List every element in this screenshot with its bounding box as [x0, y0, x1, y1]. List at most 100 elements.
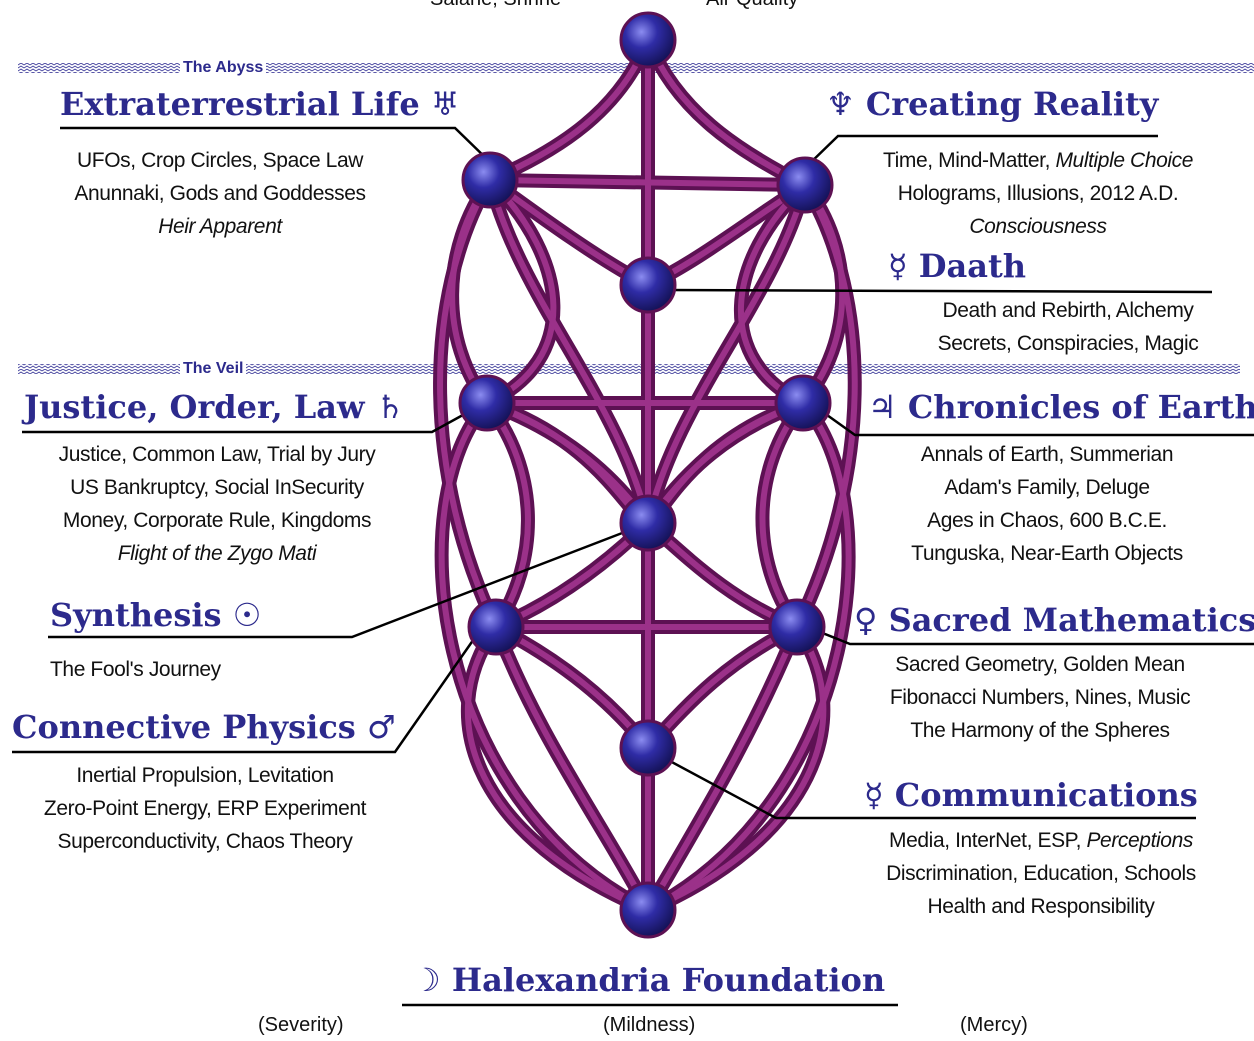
top-cut-right: Air Quality — [706, 0, 798, 11]
node-kether — [619, 11, 677, 69]
leader-extraterrestrial — [60, 126, 491, 163]
desc-line: Media, InterNet, ESP, Perceptions — [858, 824, 1224, 857]
leader-synthesis — [48, 528, 631, 639]
desc-creating: Time, Mind-Matter, Multiple Choice Holog… — [848, 144, 1228, 243]
title-extraterrestrial-text: Extraterrestrial Life — [60, 85, 420, 123]
title-daath-text: Daath — [918, 247, 1027, 285]
desc-line: Sacred Geometry, Golden Mean — [895, 653, 1185, 676]
title-foundation-text: Halexandria Foundation — [451, 961, 886, 999]
pillar-severity: (Severity) — [258, 1014, 344, 1036]
veil-band — [18, 364, 1240, 374]
desc-line: Holograms, Illusions, 2012 A.D. — [897, 182, 1179, 205]
title-communications-text: Communications — [894, 776, 1198, 814]
desc-line: UFOs, Crop Circles, Space Law — [77, 149, 363, 172]
node-chesed — [774, 374, 832, 432]
saturn-icon: ♄ — [375, 388, 405, 426]
title-justice: Justice, Order, Law ♄ — [24, 391, 404, 423]
leader-daath — [664, 288, 1213, 294]
title-extraterrestrial: Extraterrestrial Life ♅ — [60, 88, 460, 120]
desc-line: Heir Apparent — [158, 215, 282, 238]
sun-icon: ☉ — [232, 596, 262, 634]
leader-connective — [12, 635, 478, 754]
desc-line: Health and Responsibility — [927, 895, 1155, 918]
desc-connective: Inertial Propulsion, Levitation Zero-Poi… — [20, 759, 390, 858]
sephirot-nodes — [458, 11, 834, 939]
leader-creating — [804, 134, 1158, 169]
desc-line: Flight of the Zygo Mati — [117, 542, 317, 565]
desc-synthesis: The Fool's Journey — [50, 653, 250, 686]
node-netzach — [768, 598, 826, 656]
desc-daath: Death and Rebirth, Alchemy Secrets, Cons… — [908, 294, 1228, 360]
desc-fragment: Time, Mind-Matter, — [882, 149, 1056, 172]
desc-line: The Harmony of the Spheres — [910, 719, 1170, 742]
desc-justice: Justice, Common Law, Trial by Jury US Ba… — [22, 438, 412, 570]
title-communications: ☿ Communications — [864, 779, 1198, 811]
leader-sacred — [814, 628, 1254, 646]
desc-line: Superconductivity, Chaos Theory — [57, 830, 353, 853]
desc-line: Anunnaki, Gods and Goddesses — [74, 182, 366, 205]
title-sacred-text: Sacred Mathematics — [888, 601, 1254, 639]
node-daath — [619, 256, 677, 314]
leader-communications — [667, 758, 1196, 820]
mars-icon: ♂ — [366, 708, 396, 746]
desc-line: Fibonacci Numbers, Nines, Music — [889, 686, 1191, 709]
desc-line: Ages in Chaos, 600 B.C.E. — [927, 509, 1167, 532]
node-hod — [467, 598, 525, 656]
node-malkuth — [619, 881, 677, 939]
leader-chronicles — [819, 408, 1254, 437]
title-synthesis-text: Synthesis — [50, 596, 222, 634]
uranus-icon: ♅ — [430, 85, 460, 123]
title-connective: Connective Physics ♂ — [12, 711, 396, 743]
abyss-label: The Abyss — [180, 59, 267, 77]
title-creating: ♆ Creating Reality — [826, 88, 1158, 120]
pillar-mercy: (Mercy) — [960, 1014, 1028, 1036]
desc-line: US Bankruptcy, Social InSecurity — [70, 476, 364, 499]
desc-fragment: Media, InterNet, ESP, — [889, 829, 1087, 852]
node-yesod — [619, 719, 677, 777]
moon-icon: ☽ — [412, 961, 441, 999]
desc-line: The Fool's Journey — [50, 658, 221, 681]
title-connective-text: Connective Physics — [12, 708, 356, 746]
desc-line: Secrets, Conspiracies, Magic — [937, 332, 1199, 355]
desc-sacred: Sacred Geometry, Golden Mean Fibonacci N… — [860, 648, 1220, 747]
node-geburah — [458, 374, 516, 432]
neptune-icon: ♆ — [826, 85, 855, 123]
title-creating-text: Creating Reality — [865, 85, 1159, 123]
desc-line: Inertial Propulsion, Levitation — [76, 764, 334, 787]
desc-fragment: Multiple Choice — [1055, 149, 1194, 172]
desc-fragment: Perceptions — [1086, 829, 1193, 852]
desc-chronicles: Annals of Earth, Summerian Adam's Family… — [882, 438, 1212, 570]
title-sacred: ♀ Sacred Mathematics — [854, 604, 1254, 636]
desc-line: Discrimination, Education, Schools — [886, 862, 1196, 885]
desc-extraterrestrial: UFOs, Crop Circles, Space Law Anunnaki, … — [40, 144, 400, 243]
title-chronicles: ♃ Chronicles of Earth — [868, 391, 1254, 423]
desc-line: Adam's Family, Deluge — [944, 476, 1150, 499]
mercury-icon: ☿ — [888, 247, 908, 285]
desc-line: Tunguska, Near-Earth Objects — [911, 542, 1183, 565]
title-justice-text: Justice, Order, Law — [24, 388, 365, 426]
leader-justice — [22, 408, 473, 434]
pillar-mildness: (Mildness) — [603, 1014, 696, 1036]
title-foundation: ☽ Halexandria Foundation — [412, 964, 885, 996]
desc-line: Zero-Point Energy, ERP Experiment — [43, 797, 367, 820]
mercury-icon: ☿ — [864, 776, 884, 814]
desc-line: Consciousness — [969, 215, 1107, 238]
desc-line: Death and Rebirth, Alchemy — [942, 299, 1194, 322]
top-cut-left: Salarie, Shrine — [430, 0, 561, 11]
desc-line: Justice, Common Law, Trial by Jury — [58, 443, 376, 466]
desc-communications: Media, InterNet, ESP, Perceptions Discri… — [858, 824, 1224, 923]
venus-icon: ♀ — [854, 601, 878, 639]
node-chokmah — [776, 156, 834, 214]
veil-label: The Veil — [180, 360, 247, 378]
node-binah — [461, 151, 519, 209]
desc-line: Money, Corporate Rule, Kingdoms — [62, 509, 372, 532]
title-daath: ☿ Daath — [888, 250, 1026, 282]
jupiter-icon: ♃ — [868, 388, 897, 426]
leader-lines — [12, 126, 1254, 1007]
desc-line: Time, Mind-Matter, Multiple Choice — [848, 144, 1228, 177]
node-tiphareth — [619, 494, 677, 552]
title-chronicles-text: Chronicles of Earth — [907, 388, 1254, 426]
desc-line: Annals of Earth, Summerian — [920, 443, 1174, 466]
title-synthesis: Synthesis ☉ — [50, 599, 261, 631]
